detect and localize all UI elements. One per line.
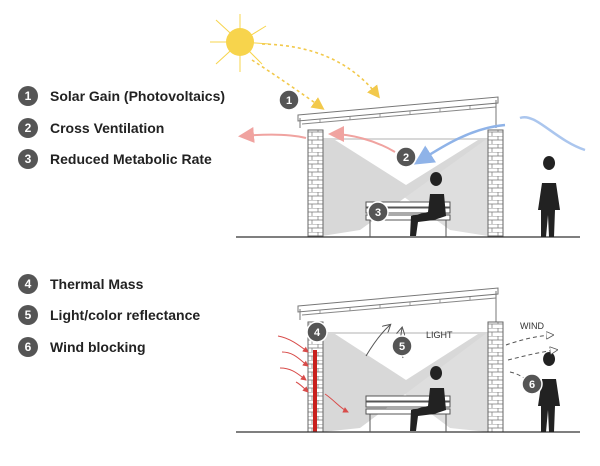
svg-text:2: 2 (403, 152, 409, 164)
legend-label: Cross Ventilation (50, 120, 165, 136)
diagram-badge-2: 2 (395, 146, 417, 168)
standing-person-silhouette (538, 352, 560, 432)
legend-item-wind-blocking: 6 Wind blocking (18, 337, 146, 357)
seated-person-silhouette (410, 172, 446, 236)
solar-ray-arrow (261, 43, 380, 99)
pv-roof (297, 287, 499, 322)
heat-arrow (277, 335, 309, 353)
diagram-badge-6: 6 (521, 373, 543, 395)
svg-text:5: 5 (399, 341, 405, 353)
cool-air-arrow (413, 123, 506, 165)
light-wedge (335, 334, 478, 380)
brick-wall-left (307, 129, 324, 237)
legend-label: Reduced Metabolic Rate (50, 151, 212, 167)
wind-arrow (505, 335, 552, 346)
solar-ray-arrow (251, 59, 325, 110)
brick-wall-right (487, 129, 504, 237)
pv-roof (297, 96, 499, 128)
svg-text:1: 1 (286, 95, 292, 107)
bench (365, 201, 451, 237)
legend-item-reduced-metabolic-rate: 3 Reduced Metabolic Rate (18, 149, 212, 169)
light-label: LIGHT (426, 330, 453, 340)
legend-number-badge: 2 (18, 118, 38, 138)
legend-label: Light/color reflectance (50, 307, 201, 323)
legend-item-light-reflectance: 5 Light/color reflectance (18, 305, 200, 325)
legend-label: Solar Gain (Photovoltaics) (50, 88, 226, 104)
standing-person-silhouette (538, 156, 560, 237)
top-diagram: 1 2 3 (210, 14, 586, 238)
legend-item-cross-ventilation: 2 Cross Ventilation (18, 118, 164, 138)
sun-icon (210, 14, 271, 72)
legend-label: Wind blocking (50, 339, 146, 355)
heat-arrow (324, 393, 349, 413)
warm-air-arrow (238, 126, 307, 143)
cool-air-arrow (519, 115, 586, 152)
legend-item-thermal-mass: 4 Thermal Mass (18, 274, 143, 294)
legend-label: Thermal Mass (50, 276, 144, 292)
legend-number-badge: 3 (18, 149, 38, 169)
legend-number-badge: 4 (18, 274, 38, 294)
svg-text:6: 6 (529, 379, 535, 391)
legend-number-badge: 1 (18, 86, 38, 106)
warm-air-arrow (328, 126, 396, 153)
thermal-mass-core (313, 350, 317, 432)
diagram-badge-4: 4 (306, 321, 328, 343)
brick-wall-right (487, 321, 504, 433)
legend-item-solar-gain: 1 Solar Gain (Photovoltaics) (18, 86, 225, 106)
legend-number-badge: 6 (18, 337, 38, 357)
wind-arrow (507, 350, 556, 361)
seated-person-silhouette (410, 366, 446, 431)
diagram-badge-3: 3 (367, 201, 389, 223)
bench (365, 395, 451, 432)
legend-number-badge: 5 (18, 305, 38, 325)
heat-arrow (279, 367, 307, 381)
svg-text:4: 4 (314, 327, 321, 339)
diagram-badge-5: 5 (391, 335, 413, 357)
heat-arrow (295, 381, 309, 393)
svg-text:3: 3 (375, 207, 381, 219)
diagram-badge-1: 1 (278, 89, 300, 111)
light-arrow (365, 325, 390, 357)
bottom-diagram: LIGHT WIND 4 5 6 (236, 287, 580, 433)
heat-arrow (281, 351, 309, 367)
wind-label: WIND (520, 321, 544, 331)
